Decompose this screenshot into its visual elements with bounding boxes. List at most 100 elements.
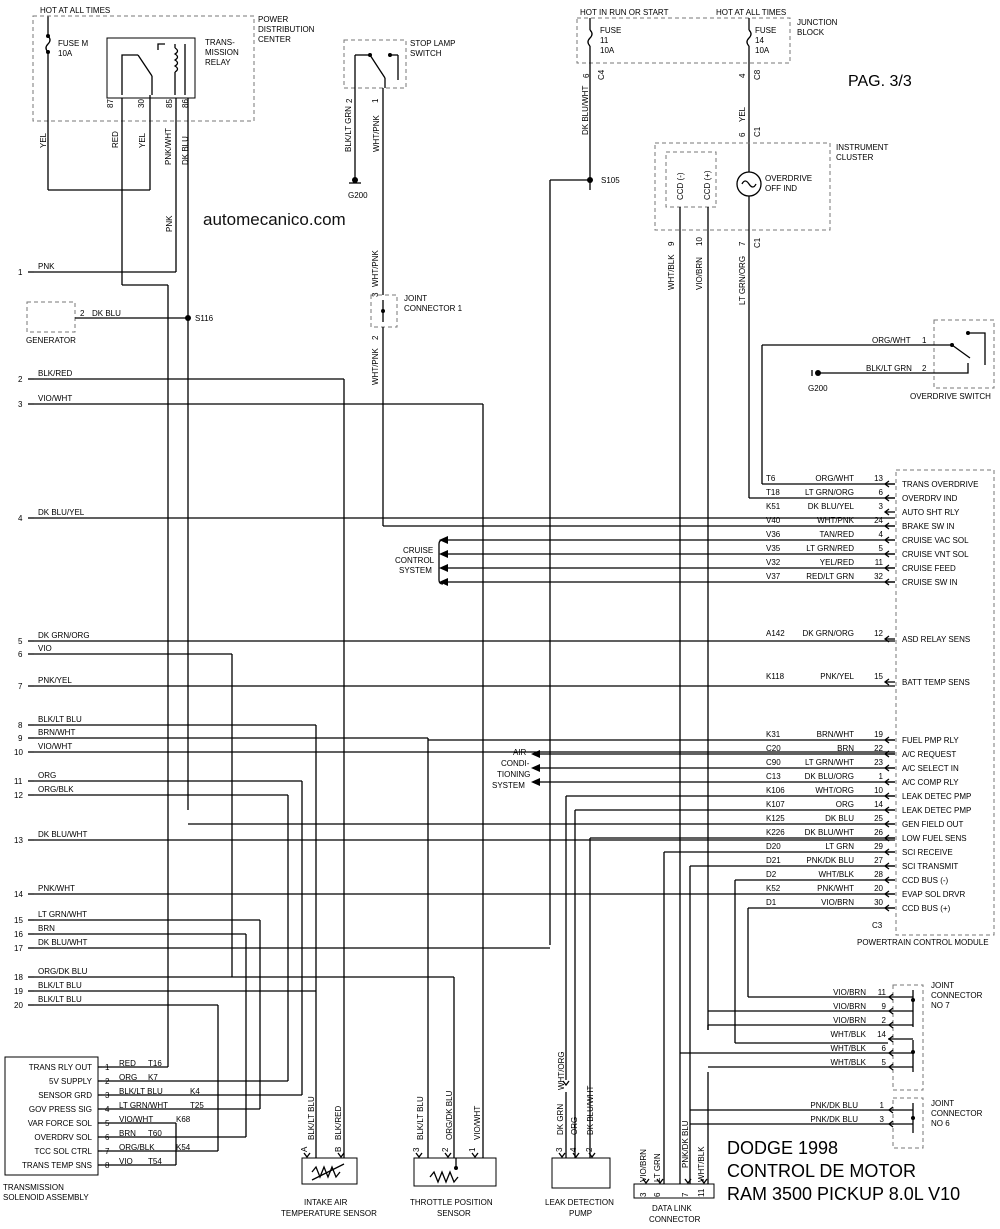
pcm-cavity: V32	[766, 558, 781, 567]
left-wire-number: 17	[14, 944, 23, 953]
joint7-wire: VIO/BRN	[833, 1002, 866, 1011]
pcm-pin-number: 15	[874, 672, 883, 681]
fuse-m-symbol	[45, 35, 51, 53]
pcm-cavity: K107	[766, 800, 785, 809]
left-wire-row: 5DK GRN/ORG	[18, 631, 90, 646]
svg-text:NO 7: NO 7	[931, 1001, 950, 1010]
svg-text:HOT AT ALL TIMES: HOT AT ALL TIMES	[716, 8, 786, 17]
svg-text:TRANSMISSION: TRANSMISSION	[3, 1183, 64, 1192]
svg-text:10: 10	[695, 237, 704, 246]
tsa-function: TCC SOL CTRL	[35, 1147, 93, 1156]
svg-text:3: 3	[412, 1147, 421, 1152]
svg-text:87: 87	[106, 99, 115, 108]
left-wire-color: DK BLU/WHT	[38, 938, 87, 947]
svg-text:11: 11	[600, 36, 609, 45]
pcm-pin-number: 13	[874, 474, 883, 483]
svg-text:A: A	[300, 1146, 309, 1152]
svg-text:1: 1	[468, 1147, 477, 1152]
joint7-wire: WHT/BLK	[830, 1044, 866, 1053]
left-wire-number: 14	[14, 890, 23, 899]
tsa-cavity: K54	[176, 1143, 191, 1152]
pcm-cavity: A142	[766, 629, 785, 638]
svg-text:OVERDRIVE SWITCH: OVERDRIVE SWITCH	[910, 392, 991, 401]
pcm-pin-function: ASD RELAY SENS	[902, 635, 970, 644]
svg-text:86: 86	[181, 99, 190, 108]
svg-text:JOINT: JOINT	[404, 294, 427, 303]
svg-text:POWER: POWER	[258, 15, 288, 24]
svg-text:2: 2	[80, 309, 85, 318]
pcm-pin-function: OVERDRV IND	[902, 494, 958, 503]
tsa-wire: ORG	[119, 1073, 137, 1082]
pcm-pin-function: GEN FIELD OUT	[902, 820, 963, 829]
instrument-cluster: INSTRUMENT CLUSTER CCD (-) CCD (+) OVERD…	[654, 142, 895, 1085]
pcm-cavity: K52	[766, 884, 781, 893]
tsa-function: TRANS TEMP SNS	[22, 1161, 92, 1170]
joint6-wire: PNK/DK BLU	[810, 1115, 858, 1124]
pcm-pin-number: 11	[875, 558, 884, 567]
left-wire-color: VIO	[38, 644, 52, 653]
left-wire-color: BRN	[38, 924, 55, 933]
pcm-pin-number: 14	[874, 800, 883, 809]
pcm-pin-function: SCI RECEIVE	[902, 848, 953, 857]
pcm-pin-function: A/C COMP RLY	[902, 778, 959, 787]
pcm-cavity: T18	[766, 488, 780, 497]
power-distribution-center: HOT AT ALL TIMES POWER DISTRIBUTION CENT…	[32, 6, 315, 232]
svg-text:CLUSTER: CLUSTER	[836, 153, 874, 162]
left-wire-color: BLK/LT BLU	[38, 995, 82, 1004]
pcm-cavity: C20	[766, 744, 781, 753]
svg-text:CONNECTOR: CONNECTOR	[649, 1215, 701, 1224]
svg-text:9: 9	[667, 241, 676, 246]
svg-text:FUSE M: FUSE M	[58, 39, 89, 48]
svg-text:1: 1	[371, 98, 380, 103]
pcm-wire-color: PNK/WHT	[817, 884, 854, 893]
svg-text:WHT/BLK: WHT/BLK	[667, 254, 676, 290]
pcm-pin-number: 30	[874, 898, 883, 907]
svg-text:ORG/WHT: ORG/WHT	[872, 336, 911, 345]
pcm-cavity: D1	[766, 898, 777, 907]
left-wire-row: 17 DK BLU/WHT	[14, 938, 87, 953]
svg-text:GENERATOR: GENERATOR	[26, 336, 76, 345]
left-wire-number: 1	[18, 268, 23, 277]
pcm-wire-color: DK BLU/ORG	[805, 772, 854, 781]
joint-connector-7: JOINT CONNECTOR NO 7	[892, 981, 983, 1091]
tsa-function: TRANS RLY OUT	[29, 1063, 92, 1072]
svg-text:JOINT: JOINT	[931, 1099, 954, 1108]
joint7-pin: 9	[882, 1002, 887, 1011]
pcm-pin-function: LEAK DETEC PMP	[902, 806, 971, 815]
pcm-pin-function: BATT TEMP SENS	[902, 678, 970, 687]
pcm-wire-color: DK BLU/YEL	[808, 502, 855, 511]
svg-text:CCD (+): CCD (+)	[703, 170, 712, 200]
pcm-pin-number: 4	[879, 530, 884, 539]
splice-s105: S105	[601, 176, 620, 185]
cruise-control-system: CRUISE CONTROL SYSTEM	[395, 539, 444, 585]
pcm-pin-number: 27	[874, 856, 883, 865]
tsa-function: VAR FORCE SOL	[28, 1119, 93, 1128]
air-conditioning-system: AIR CONDI- TIONING SYSTEM	[492, 748, 530, 790]
svg-text:10A: 10A	[58, 49, 73, 58]
pcm-cavity: T6	[766, 474, 776, 483]
pcm-pin-function: LOW FUEL SENS	[902, 834, 967, 843]
wire-routing	[34, 271, 895, 1185]
pcm-cavity: V37	[766, 572, 781, 581]
joint7-pin: 11	[878, 988, 887, 997]
svg-text:WHT/BLK: WHT/BLK	[697, 1146, 706, 1182]
svg-text:PUMP: PUMP	[569, 1209, 592, 1218]
pcm-pin-number: 1	[879, 772, 884, 781]
svg-text:FUSE: FUSE	[600, 26, 621, 35]
pcm-cavity: K125	[766, 814, 785, 823]
left-wire-color: DK GRN/ORG	[38, 631, 90, 640]
